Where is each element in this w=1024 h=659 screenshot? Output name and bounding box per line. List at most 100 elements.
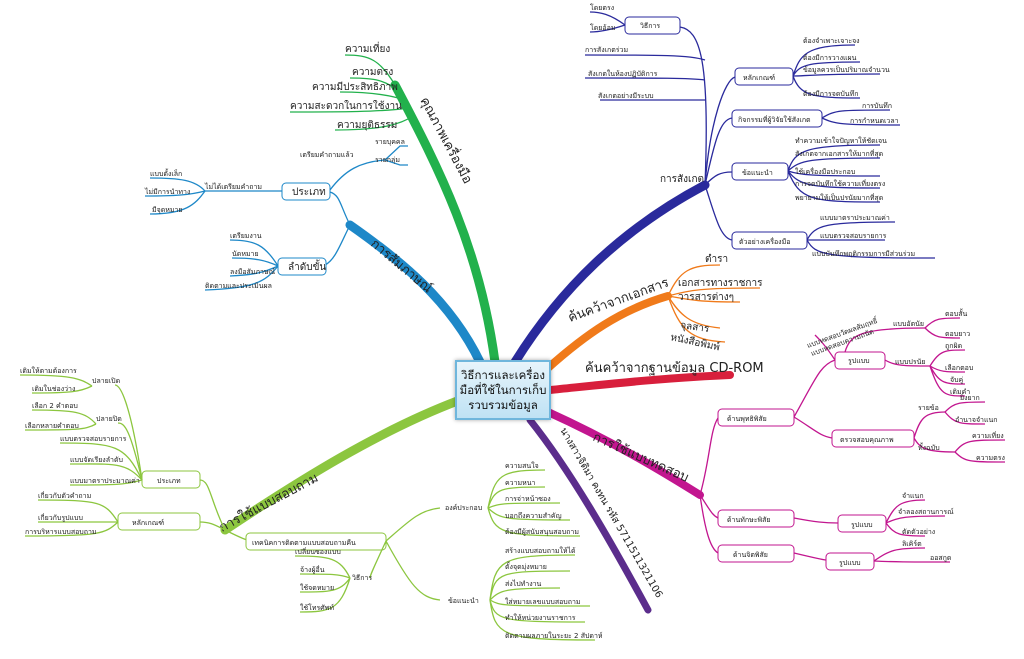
observation-advice-1: ทำความเข้าใจปัญหาให้ชัดเจน xyxy=(795,136,887,145)
observation-tool-2: แบบตรวจสอบรายการ xyxy=(820,232,887,240)
test-affective-item-1: ลิเคิร์ต xyxy=(902,540,922,548)
observation-kind-1: การสังเกตร่วม xyxy=(585,46,628,54)
questionnaire-closed-item-1: เลือก 2 คำตอบ xyxy=(32,402,78,410)
central-topic: วิธีการและเครื่องมือที่ใช้ในการเก็บรวบรว… xyxy=(455,360,551,420)
observation-advice-4: การจดบันทึกใช้ความเที่ยงตรง xyxy=(795,179,885,188)
observation-method-2: โดยอ้อม xyxy=(590,23,615,32)
questionnaire-method-4: ใช้โทรศัพท์ xyxy=(300,603,334,612)
documents-item-5: หนังสือพิมพ์ xyxy=(669,331,721,353)
test-quality-label: ตรวจสอบคุณภาพ xyxy=(840,436,894,444)
questionnaire-advice-2: ตั้งจุดมุ่งหมาย xyxy=(505,560,547,571)
interview-prepared-label: เตรียมคำถามแล้ว xyxy=(300,151,354,159)
interview-branch-line xyxy=(345,220,485,367)
documents-item-1: ตำรา xyxy=(705,254,728,265)
test-extended-item-2: ตอบยาว xyxy=(945,330,970,338)
test-objective-item-1: ถูกผิด xyxy=(945,342,962,350)
observation-activity-1: การบันทึก xyxy=(862,101,892,110)
quality-item-5: ความยุติธรรม xyxy=(337,120,397,131)
documents-item-4: จุลสาร xyxy=(680,320,711,335)
interview-prepared-item-2: รายกลุ่ม xyxy=(375,156,400,164)
interview-prepared-item-1: รายบุคคล xyxy=(375,138,405,146)
test-affective-format-label: รูปแบบ xyxy=(839,559,861,567)
test-whole-item-1: ความเที่ยง xyxy=(972,431,1004,440)
questionnaire-advice-4: ใส่หมายเลขแบบสอบถาม xyxy=(505,597,581,606)
questionnaire-component-5: ต้องมีผู้สนับสนุนสอบถาม xyxy=(505,528,579,536)
questionnaire-component-4: บอกถึงความสำคัญ xyxy=(505,511,562,520)
questionnaire-types-label: ประเภท xyxy=(157,477,181,485)
quality-item-4: ความสะดวกในการใช้งาน xyxy=(290,100,402,112)
test-per-item-1: ยิ่งยาก xyxy=(960,393,980,402)
observation-tool-3: แบบบันทึกพฤติกรรมการมีส่วนร่วม xyxy=(812,249,915,258)
test-objective-item-4: เติมคำ xyxy=(950,388,970,396)
questionnaire-closed-item-2: เลือกหลายคำตอบ xyxy=(25,422,79,430)
interview-step-2: นัดหมาย xyxy=(232,250,259,258)
test-objective-item-3: จับคู่ xyxy=(950,376,964,384)
questionnaire-open-item-1: เติมให้ตามต้องการ xyxy=(20,366,77,375)
observation-principle-2: ต้องมีการวางแผน xyxy=(803,54,857,62)
author-branch-line xyxy=(526,416,652,614)
documents-item-2: เอกสารทางราชการ xyxy=(678,278,763,289)
observation-advice-label: ข้อแนะนำ xyxy=(742,169,773,177)
questionnaire-principle-2: เกี่ยวกับรูปแบบ xyxy=(38,513,83,522)
interview-unprepared-item-3: มีจุดหมาย xyxy=(152,206,183,214)
questionnaire-component-1: ความสนใจ xyxy=(505,461,539,470)
questionnaire-open-item-2: เติมในช่องว่าง xyxy=(32,384,75,393)
observation-tools-label: ตัวอย่างเครื่องมือ xyxy=(739,237,790,246)
observation-methods-label: วิธีการ xyxy=(640,22,660,30)
test-psychomotor-item-1: จำแนก xyxy=(902,492,924,500)
interview-unprepared-label: ไม่ได้เตรียมคำถาม xyxy=(204,182,262,191)
interview-unprepared-item-2: ไม่มีการนำทาง xyxy=(144,187,190,196)
observation-kind-3: สังเกตอย่างมีระบบ xyxy=(598,92,654,100)
test-cognitive-label: ด้านพุทธิพิสัย xyxy=(727,415,767,423)
test-extended-item-1: ตอบสั้น xyxy=(945,307,967,318)
test-branch-line xyxy=(544,408,704,499)
questionnaire-advice-3: ส่งไปทำงาน xyxy=(505,579,542,588)
interview-step-4: ติดตามและประเมินผล xyxy=(205,282,272,290)
test-whole-item-2: ความตรง xyxy=(976,454,1005,462)
observation-label: การสังเกต xyxy=(660,174,704,185)
questionnaire-principles-label: หลักเกณฑ์ xyxy=(132,519,164,527)
observation-principles-label: หลักเกณฑ์ xyxy=(743,74,775,82)
test-label: การใช้แบบทดสอบ xyxy=(590,429,691,486)
questionnaire-advice-1: สร้างแบบสอบถามให้ได้ xyxy=(505,546,576,555)
questionnaire-component-2: ความหนา xyxy=(505,479,536,487)
test-psychomotor-item-2: จำลองสถานการณ์ xyxy=(898,508,954,516)
questionnaire-type-item-1: แบบตรวจสอบรายการ xyxy=(60,435,127,443)
questionnaire-method-3: ใช้จดหมาย xyxy=(300,583,334,592)
test-extended-label: แบบอัตนัย xyxy=(893,320,924,328)
observation-kind-2: สังเกตในห้องปฏิบัติการ xyxy=(588,69,658,78)
questionnaire-method-1: เปลี่ยนซองแบบ xyxy=(295,547,341,556)
observation-branch-line xyxy=(510,180,710,367)
quality-item-2: ความตรง xyxy=(352,67,393,78)
test-per-item-label: รายข้อ xyxy=(918,404,939,412)
observation-advice-3: ใช้เครื่องมือประกอบ xyxy=(795,167,855,176)
quality-item-1: ความเที่ยง xyxy=(345,41,390,55)
cdrom-branch-line xyxy=(546,371,734,394)
quality-branch-line xyxy=(390,80,500,367)
test-psychomotor-label: ด้านทักษะพิสัย xyxy=(727,516,770,524)
documents-item-3: วารสารต่างๆ xyxy=(678,292,734,303)
interview-steps-label: ลำดับขั้น xyxy=(288,259,326,273)
test-whole-label: ทั้งฉบับ xyxy=(918,441,940,452)
interview-label: การสัมภาษณ์ xyxy=(367,236,435,297)
test-affective-label: ด้านจิตพิสัย xyxy=(733,551,768,559)
questionnaire-component-3: การจ่าหน้าซอง xyxy=(505,495,551,503)
questionnaire-method-2: จ้างผู้อื่น xyxy=(300,565,325,574)
questionnaire-advice-5: ทำให้หน่วยงานราชการ xyxy=(505,613,576,622)
test-objective-item-2: เลือกตอบ xyxy=(945,364,973,372)
interview-unprepared-item-1: แบบตั้งเล็ก xyxy=(150,167,182,178)
interview-step-3: ลงมือสัมภาษณ์ xyxy=(230,268,276,276)
test-psychomotor-format-label: รูปแบบ xyxy=(851,521,873,529)
questionnaire-followup-label: เทคนิคการติดตามแบบสอบถามคืน xyxy=(252,539,356,547)
questionnaire-open-label: ปลายเปิด xyxy=(92,377,120,385)
interview-step-1: เตรียมงาน xyxy=(230,232,262,240)
observation-activities-label: กิจกรรมที่ผู้วิจัยใช้สังเกต xyxy=(738,115,811,124)
test-cognitive-format-label: รูปแบบ xyxy=(848,357,870,365)
observation-tool-1: แบบมาตราประมาณค่า xyxy=(820,214,890,222)
questionnaire-principle-1: เกี่ยวกับตัวคำถาม xyxy=(38,491,91,500)
test-per-item-2: อำนาจจำแนก xyxy=(955,416,998,424)
questionnaire-advice-label: ข้อแนะนำ xyxy=(448,597,479,605)
questionnaire-branch-line xyxy=(220,395,465,535)
test-psychomotor-item-3: ตัดตัวอย่าง xyxy=(902,528,935,536)
